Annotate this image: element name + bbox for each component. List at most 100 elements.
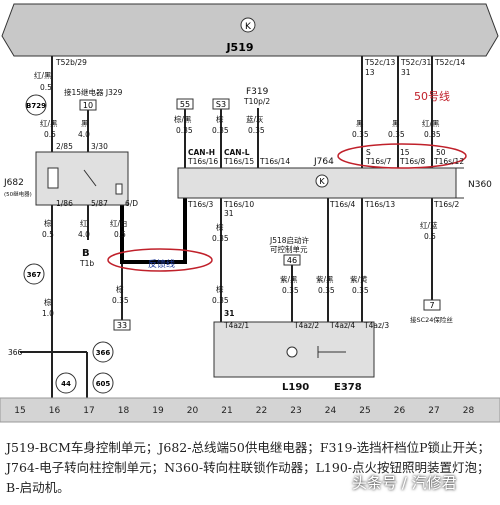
svg-text:T16s/8: T16s/8 [399,157,426,166]
bottom-ruler [0,397,500,423]
j519-module: K J519 [1,3,499,57]
svg-text:46: 46 [287,256,297,265]
svg-text:红/白: 红/白 [110,218,128,228]
svg-text:0.35: 0.35 [352,130,369,139]
wire-labels: T52b/29 红/黑 0.5 接15继电器 J329 红/黑 0.5 黑 4.… [3,58,492,393]
marker-605: 605 [92,372,114,394]
svg-text:10: 10 [83,101,93,110]
svg-text:接15继电器 J329: 接15继电器 J329 [64,87,123,97]
svg-text:T16s/3: T16s/3 [187,200,214,209]
ruler-number: 15 [14,406,25,416]
svg-text:J682: J682 [3,178,24,188]
svg-text:T4az/1: T4az/1 [223,321,249,330]
ruler-number: 28 [463,406,475,416]
marker-366: 366 [92,341,114,363]
svg-text:蓝/灰: 蓝/灰 [246,114,264,124]
svg-text:F319: F319 [246,87,269,97]
svg-text:棕: 棕 [216,222,224,232]
svg-text:0.35: 0.35 [212,296,229,305]
svg-text:2/85: 2/85 [56,142,73,151]
svg-text:棕: 棕 [216,284,224,294]
svg-text:黑: 黑 [392,119,400,128]
svg-text:0.35: 0.35 [424,130,441,139]
svg-text:13: 13 [365,68,375,77]
connector-boxes [79,98,441,331]
svg-text:0.5: 0.5 [114,230,126,239]
ruler-number: 16 [49,406,61,416]
svg-text:4.0: 4.0 [78,130,90,139]
feedback-highlight [107,248,213,272]
marker-44: 44 [55,372,77,394]
svg-text:红: 红 [80,218,88,228]
svg-text:0.5: 0.5 [40,83,52,92]
svg-text:棕: 棕 [116,284,124,294]
wiring-diagram: K J519 K [0,3,500,423]
ruler-number: 25 [359,406,370,416]
feedback-label: 反馈线 [148,258,175,270]
ruler-number: 17 [83,406,94,416]
svg-text:棕: 棕 [44,297,52,307]
k-terminal-icon [240,17,256,33]
svg-text:接SC24保险丝: 接SC24保险丝 [410,315,453,324]
svg-text:T16s/4: T16s/4 [329,200,356,209]
svg-text:红/黑: 红/黑 [40,118,58,128]
svg-text:366: 366 [8,348,23,357]
svg-text:5/87: 5/87 [91,199,108,208]
wires [20,56,433,398]
svg-text:L190: L190 [282,382,309,393]
svg-text:0.35: 0.35 [112,296,129,305]
svg-text:31: 31 [224,309,234,318]
ruler-number: 22 [256,406,267,416]
svg-text:7: 7 [429,301,434,310]
svg-text:T16s/7: T16s/7 [365,157,392,166]
svg-text:T4az/4: T4az/4 [329,321,355,330]
svg-text:红/蓝: 红/蓝 [420,220,438,230]
svg-text:0.35: 0.35 [352,286,369,295]
svg-text:T4az/3: T4az/3 [363,321,389,330]
svg-text:0.5: 0.5 [44,130,56,139]
svg-text:(50继电器): (50继电器) [4,190,32,198]
svg-text:CAN-L: CAN-L [224,148,250,157]
note-50-line: 50号线 [414,89,450,103]
ruler-number: 27 [428,406,439,416]
l190-e378-box [213,321,375,378]
svg-text:E378: E378 [334,382,362,393]
svg-text:T16s/15: T16s/15 [223,157,254,166]
svg-text:3/30: 3/30 [91,142,108,151]
ruler-number: 20 [187,406,199,416]
marker-367: 367 [23,263,45,285]
svg-text:0.35: 0.35 [282,286,299,295]
svg-text:紫/黑: 紫/黑 [280,275,298,284]
ruler-number: 24 [325,406,337,416]
svg-text:黑: 黑 [356,119,364,128]
feedback-wire [120,198,187,264]
svg-text:红/黑: 红/黑 [422,118,440,128]
svg-text:紫/黄: 紫/黄 [350,274,368,284]
svg-text:S3: S3 [216,100,226,109]
svg-text:0.35: 0.35 [176,126,193,135]
svg-text:B: B [82,248,90,259]
svg-text:0.35: 0.35 [248,126,265,135]
svg-text:棕: 棕 [216,114,224,124]
j519-label: J519 [225,41,253,54]
svg-text:T52c/14: T52c/14 [434,58,466,67]
j682-relay [35,151,129,206]
wire50-highlight [337,143,467,169]
svg-text:T52c/31: T52c/31 [400,58,432,67]
svg-text:T4az/2: T4az/2 [293,321,319,330]
svg-text:CAN-H: CAN-H [188,148,215,157]
ruler-number: 19 [152,406,164,416]
svg-text:棕: 棕 [44,218,52,228]
svg-text:366: 366 [96,349,111,357]
svg-text:44: 44 [61,380,71,388]
svg-text:T16s/13: T16s/13 [364,200,395,209]
svg-text:0.35: 0.35 [212,126,229,135]
svg-text:4.0: 4.0 [78,230,90,239]
svg-text:31: 31 [224,209,234,218]
svg-text:605: 605 [96,380,111,388]
caption: J519-BCM车身控制单元；J682-总线端50供电继电器；F319-选挡杆档… [6,440,491,495]
svg-text:0.35: 0.35 [388,130,405,139]
bulb-icon [286,346,298,358]
svg-text:T16s/10: T16s/10 [223,200,254,209]
svg-text:T10p/2: T10p/2 [243,97,270,106]
